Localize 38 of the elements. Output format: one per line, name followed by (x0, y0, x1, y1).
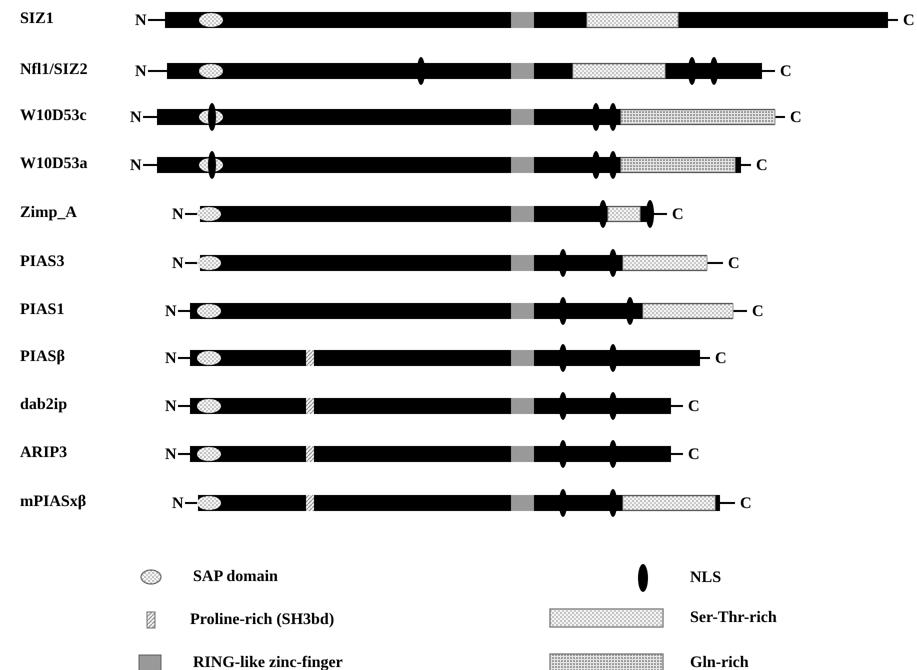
n-terminus-label: N (135, 12, 147, 30)
protein-name: Zimp_A (20, 204, 77, 222)
c-terminus-label: C (903, 12, 915, 30)
c-terminus-label: C (752, 303, 764, 321)
c-terminus-label: C (688, 398, 700, 416)
n-terminus-label: N (172, 206, 184, 224)
c-terminus-label: C (672, 206, 684, 224)
n-terminus-label: N (172, 495, 184, 513)
n-terminus-label: N (130, 157, 142, 175)
legend-label: SAP domain (193, 568, 278, 586)
protein-name: Nfl1/SIZ2 (20, 61, 88, 79)
protein-name: dab2ip (20, 396, 68, 414)
n-terminus-label: N (165, 398, 177, 416)
n-terminus-label: N (130, 109, 142, 127)
protein-name: PIAS3 (20, 253, 64, 271)
n-terminus-label: N (165, 446, 177, 464)
protein-name: PIAS1 (20, 301, 64, 319)
protein-name: W10D53a (20, 155, 88, 173)
legend-label: Ser-Thr-rich (690, 609, 777, 627)
protein-name: mPIASxβ (20, 493, 86, 511)
n-terminus-label: N (135, 63, 147, 81)
protein-name: ARIP3 (20, 444, 68, 462)
protein-name: SIZ1 (20, 10, 54, 28)
protein-name: PIASβ (20, 348, 65, 366)
legend-label: NLS (690, 569, 722, 587)
n-terminus-label: N (165, 303, 177, 321)
c-terminus-label: C (728, 255, 740, 273)
c-terminus-label: C (740, 495, 752, 513)
c-terminus-label: C (688, 446, 700, 464)
c-terminus-label: C (715, 350, 727, 368)
c-terminus-label: C (790, 109, 802, 127)
legend-label: Proline-rich (SH3bd) (190, 611, 334, 629)
n-terminus-label: N (165, 350, 177, 368)
c-terminus-label: C (780, 63, 792, 81)
legend-label: Gln-rich (690, 654, 749, 670)
n-terminus-label: N (172, 255, 184, 273)
protein-name: W10D53c (20, 107, 87, 125)
c-terminus-label: C (756, 157, 768, 175)
